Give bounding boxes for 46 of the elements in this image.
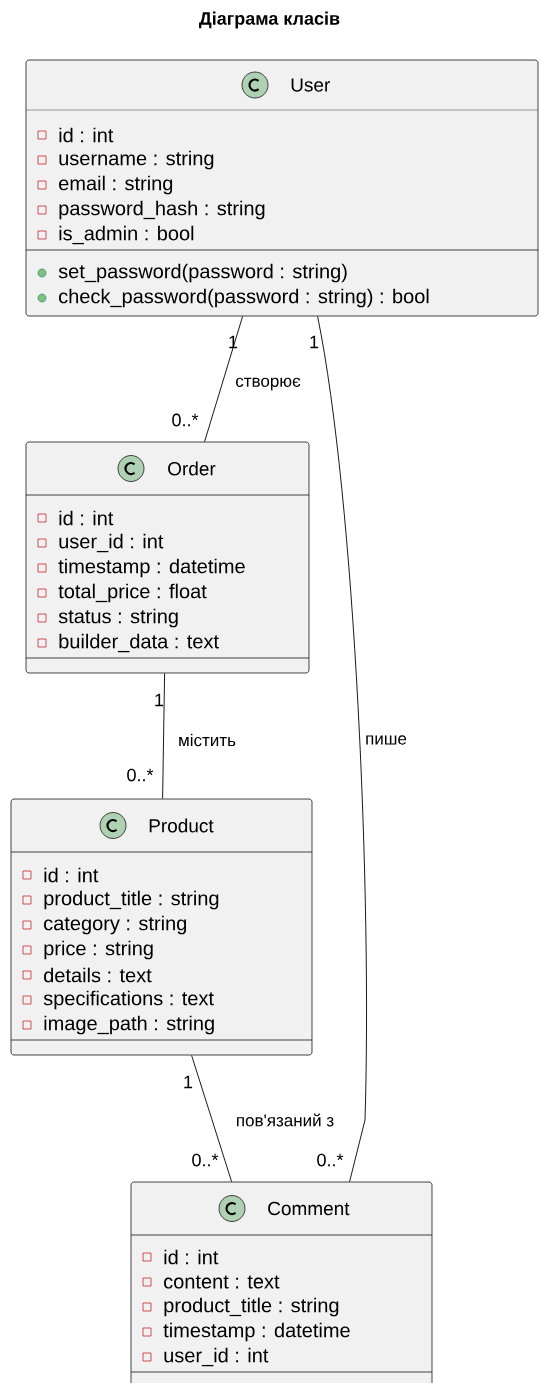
association-line	[317, 315, 367, 1183]
member-text: price : string	[44, 940, 153, 960]
member-text: content : text	[164, 1275, 280, 1289]
title: Діаграма класів	[199, 11, 340, 29]
multiplicity-label: 0..*	[192, 1153, 219, 1167]
member-text: status : string	[58, 608, 178, 628]
class-name: Product	[149, 818, 214, 833]
edge-label: пов'язаний з	[237, 1113, 334, 1127]
member-text: product_title : string	[44, 890, 219, 910]
edge-label: створює	[236, 377, 301, 391]
member-text: password_hash : string	[59, 200, 265, 220]
multiplicity-label: 0..*	[172, 413, 199, 427]
member-text: image_path : string	[44, 1015, 214, 1035]
member-text: id : int	[59, 510, 114, 526]
class-name: User	[291, 78, 330, 92]
association-line	[191, 1054, 233, 1183]
association-line	[204, 315, 244, 443]
multiplicity-label: 0..*	[317, 1153, 344, 1167]
member-text: category : string	[44, 915, 187, 935]
member-text: email : string	[59, 175, 173, 195]
edge-label: містить	[179, 733, 236, 747]
class-name: Order	[168, 461, 216, 476]
member-text: timestamp : datetime	[163, 1322, 350, 1342]
multiplicity-label: 1	[155, 693, 164, 707]
member-text: user_id : int	[164, 1347, 269, 1367]
member-text: details : text	[44, 967, 152, 983]
member-text: is_admin : bool	[59, 225, 194, 245]
member-text: timestamp : datetime	[58, 558, 245, 578]
association-line	[162, 672, 166, 800]
member-text: product_title : string	[164, 1297, 339, 1317]
member-text: set_password(password : string)	[58, 263, 347, 283]
member-text: id : int	[59, 127, 114, 143]
member-text: specifications : text	[43, 990, 214, 1010]
member-text: user_id : int	[59, 533, 164, 553]
multiplicity-label: 0..*	[127, 768, 154, 782]
member-text: check_password(password : string) : bool	[59, 288, 429, 308]
member-text: builder_data : text	[59, 633, 219, 653]
member-text: id : int	[164, 1249, 219, 1265]
member-text: username : string	[59, 150, 214, 170]
multiplicity-label: 1	[310, 335, 319, 349]
member-text: total_price : float	[58, 583, 207, 603]
edge-label: пише	[366, 735, 407, 745]
multiplicity-label: 1	[229, 335, 238, 349]
member-text: id : int	[44, 867, 99, 883]
class-name: Comment	[268, 1201, 350, 1216]
multiplicity-label: 1	[184, 1075, 193, 1089]
